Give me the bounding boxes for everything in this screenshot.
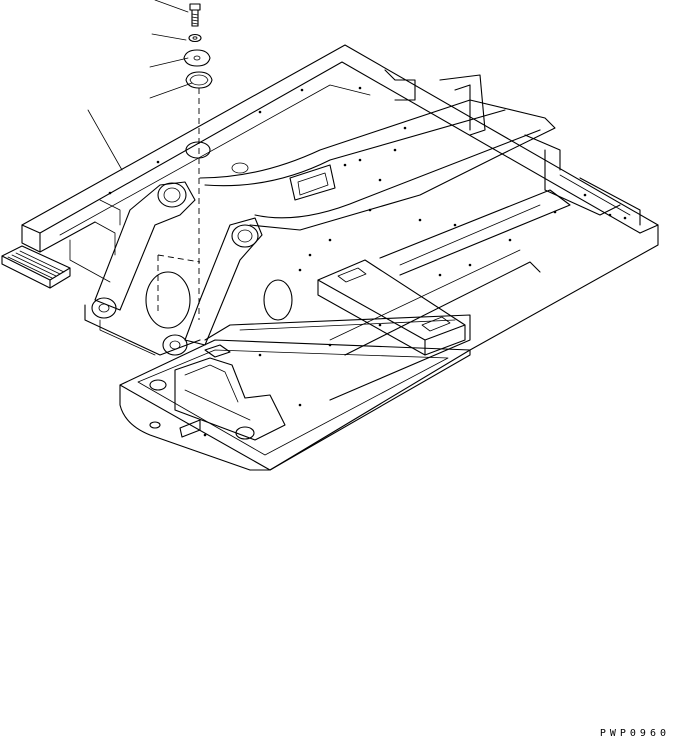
- step-icon: [1, 245, 71, 289]
- gasket-icon: [185, 71, 213, 89]
- drawing-code: PWP0960: [599, 728, 670, 739]
- cover-plate-icon: [183, 49, 211, 67]
- bolt-icon: [189, 3, 201, 27]
- bolt-holes: [108, 86, 627, 437]
- leader-lines: [87, 0, 193, 171]
- revolving-frame-icon: [1, 44, 659, 471]
- assembly-lines: [157, 88, 201, 320]
- washer-icon: [188, 33, 202, 43]
